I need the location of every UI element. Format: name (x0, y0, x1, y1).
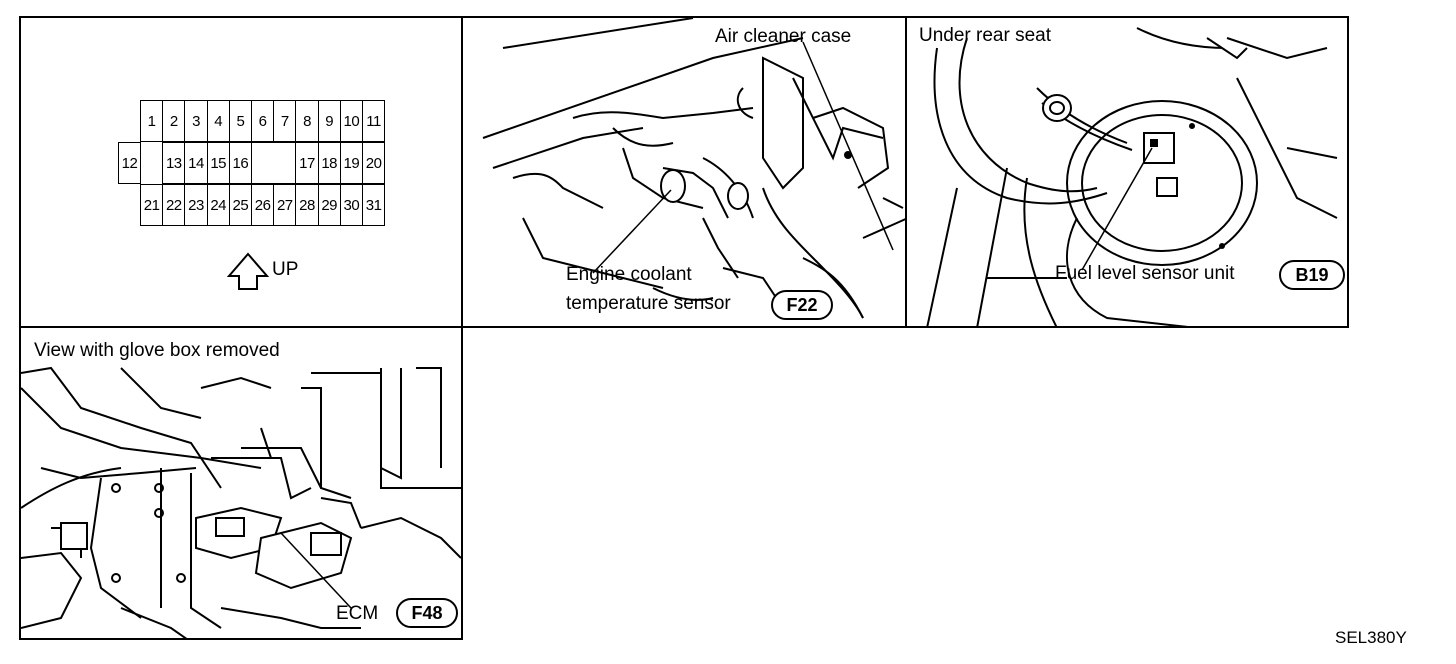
connector-pin: 31 (362, 184, 386, 226)
ecm-panel: View with glove box removed ECM F48 (19, 326, 463, 640)
engine-bay-illustration (482, 18, 905, 319)
air-cleaner-case-label: Air cleaner case (715, 26, 852, 47)
coolant-sensor-panel: Air cleaner case Engine coolant temperat… (461, 16, 907, 328)
fuel-tank-illustration (926, 27, 1338, 326)
coolant-sensor-label-line2: temperature sensor (566, 293, 731, 314)
connector-badge-b19: B19 (1279, 260, 1345, 290)
connector-pin: 12 (118, 142, 141, 184)
coolant-sensor-label-line1: Engine coolant (566, 264, 692, 285)
connector-pin-empty (251, 142, 275, 184)
fuel-sensor-panel: Under rear seat Fuel level sensor unit B… (905, 16, 1349, 328)
connector-pin: 16 (228, 142, 252, 184)
connector-badge-f22: F22 (771, 290, 833, 320)
dashboard-illustration (21, 366, 461, 638)
connector-pin-empty (273, 142, 297, 184)
figure-code: SEL380Y (1335, 628, 1407, 647)
connector-pin: 11 (362, 100, 386, 142)
connector-pin: 20 (362, 142, 386, 184)
up-label: UP (272, 259, 299, 280)
glove-box-removed-label: View with glove box removed (34, 340, 280, 361)
connector-badge-f48: F48 (396, 598, 458, 628)
under-rear-seat-label: Under rear seat (919, 25, 1052, 46)
ecm-label: ECM (336, 603, 379, 624)
fuel-level-sensor-label: Fuel level sensor unit (1055, 263, 1235, 284)
up-arrow-icon (226, 252, 270, 290)
